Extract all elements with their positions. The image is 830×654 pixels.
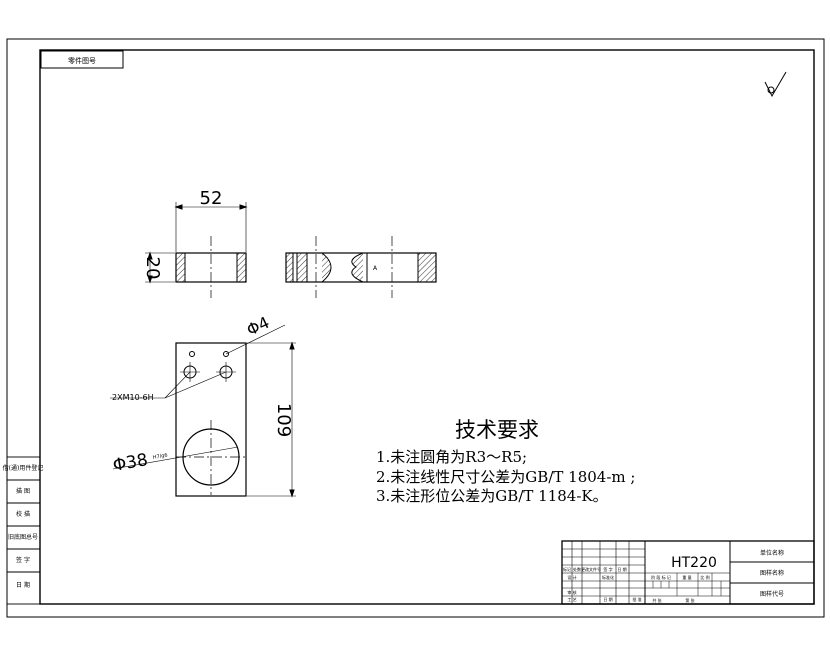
- outer-border: [6, 38, 825, 618]
- inner-border: [39, 49, 815, 605]
- sheets-total: 共 张: [652, 597, 661, 603]
- stage-label: 阶 段 标 记: [651, 574, 671, 580]
- sign-label-std: 标准化: [602, 574, 614, 580]
- rev-label-3: 更改文件号: [581, 566, 601, 572]
- dim-thread: 2XM10-6H: [112, 393, 154, 402]
- tech-requirement-1: 1.未注圆角为R3～R5;: [376, 448, 527, 466]
- drawing-number-box: [40, 50, 124, 69]
- tech-requirement-3: 3.未注形位公差为GB/T 1184-K。: [376, 487, 608, 505]
- sign-label-date: 日 期: [603, 596, 612, 602]
- weight-label: 重 量: [682, 574, 691, 580]
- front-view: [145, 202, 248, 298]
- company-text: 单位名称: [760, 549, 784, 557]
- rev-label-2: 处数: [573, 566, 581, 572]
- dim-bore-fit: H7/g6: [152, 452, 168, 461]
- left-label-5: 签 字: [16, 556, 30, 564]
- rev-label-5: 日 期: [617, 566, 626, 572]
- sign-label-design: 设 计: [567, 574, 576, 580]
- sign-label-craft: 工 艺: [567, 597, 576, 602]
- title-block: [561, 540, 815, 605]
- dim-height: 109: [273, 403, 294, 437]
- top-view: [110, 324, 296, 498]
- roughness-symbol: [764, 71, 787, 98]
- dim-small-hole: Φ4: [244, 313, 273, 340]
- scale-label: 比 例: [700, 574, 709, 580]
- left-panel: [6, 456, 41, 605]
- left-label-6: 日 期: [16, 581, 30, 589]
- dim-bore: Φ38: [111, 450, 149, 476]
- tech-requirements-title: 技术要求: [455, 418, 539, 442]
- sheet-number: 第 张: [685, 597, 694, 603]
- sign-label-review: 审 核: [567, 589, 576, 595]
- dim-thickness: 20: [142, 257, 163, 280]
- left-label-1: 借(通)用件登记: [3, 464, 44, 472]
- part-code-text: 图样代号: [760, 590, 784, 598]
- material-text: HT220: [671, 555, 717, 571]
- sign-label-approve: 批 准: [632, 596, 641, 602]
- drawing-number-label: 零件图号: [68, 56, 96, 65]
- left-label-2: 描 图: [16, 487, 30, 495]
- section-view: [285, 236, 437, 298]
- rev-label-1: 标记: [563, 566, 571, 572]
- tech-requirement-2: 2.未注线性尺寸公差为GB/T 1804-m ;: [376, 468, 635, 486]
- left-label-3: 校 描: [16, 510, 30, 518]
- part-name-text: 图样名称: [760, 569, 784, 577]
- section-mark: A: [373, 265, 378, 272]
- dim-width: 52: [200, 188, 223, 209]
- rev-label-4: 签 字: [603, 566, 612, 572]
- left-label-4: 旧底图总号: [8, 533, 38, 541]
